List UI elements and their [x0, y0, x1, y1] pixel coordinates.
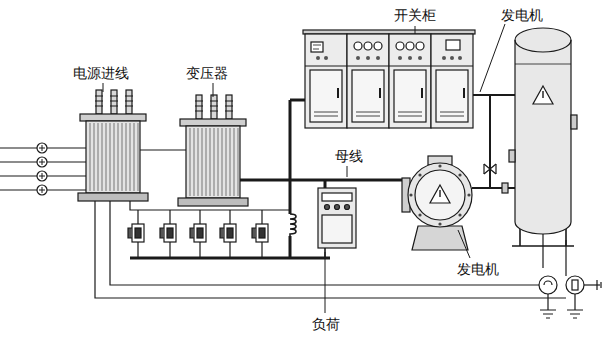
- part-label: 发电机: [500, 6, 544, 24]
- transformer-1: [78, 90, 148, 201]
- link-wire: [140, 149, 186, 150]
- ground-symbol: [540, 300, 556, 318]
- arrester-wire: [130, 201, 290, 210]
- part-label: 电源进线: [72, 64, 130, 82]
- pipe: [472, 95, 515, 193]
- part-label: 负荷: [311, 315, 341, 333]
- leader-lines: [103, 24, 505, 313]
- part-label: 开关柜: [393, 6, 437, 24]
- part-label: 母线: [334, 147, 364, 165]
- switchgear: [303, 30, 475, 128]
- load-cabinet: [318, 188, 356, 258]
- earth-wires: [95, 201, 601, 300]
- arrester-symbol: [252, 210, 268, 258]
- ground-symbol: [567, 300, 583, 318]
- arrester-symbol: [220, 210, 236, 258]
- inductor-symbol: [290, 214, 296, 236]
- arrester-symbol: [128, 210, 144, 258]
- generator: [402, 156, 472, 250]
- incoming-lines: [0, 143, 86, 195]
- arrester-symbol: [190, 210, 206, 258]
- part-label: 变压器: [185, 64, 229, 82]
- transformer-2: [178, 95, 248, 206]
- part-label: 发电机: [456, 260, 500, 278]
- arrester-symbol: [160, 210, 176, 258]
- tank: [509, 28, 577, 268]
